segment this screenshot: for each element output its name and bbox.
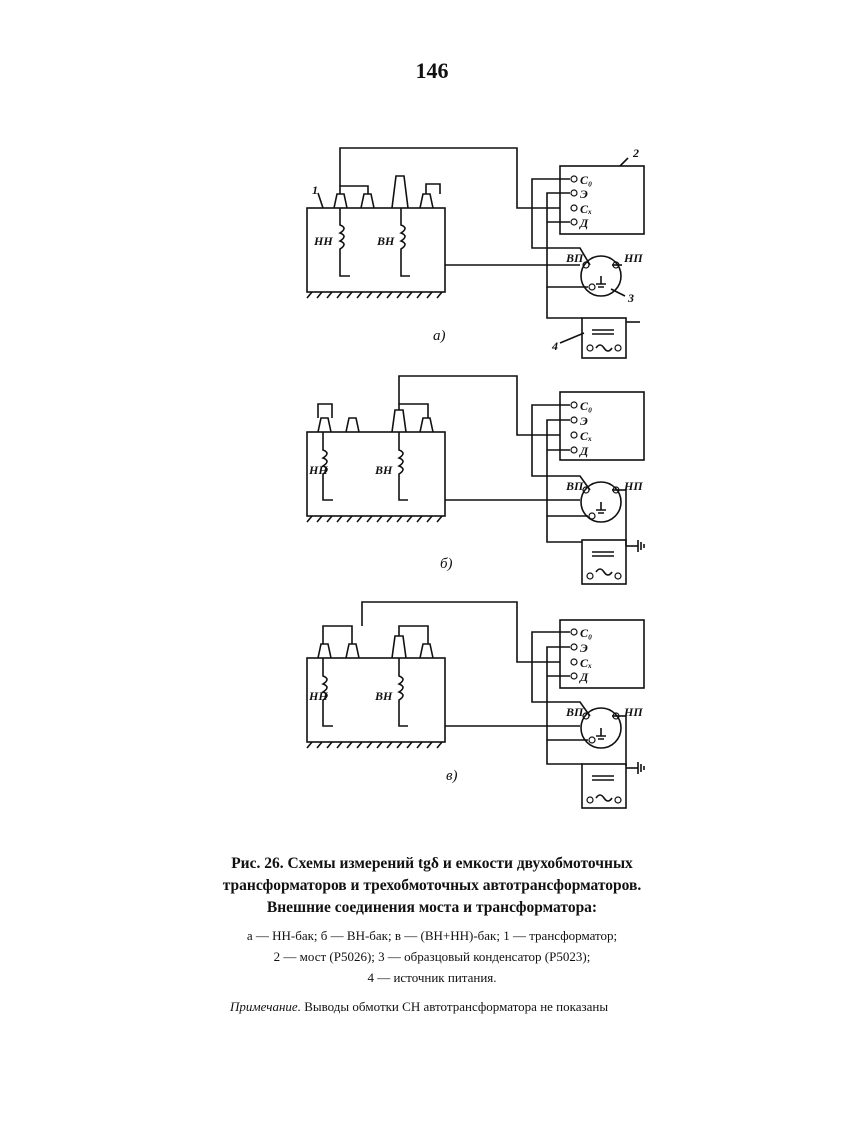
terminal-e: Э	[580, 414, 588, 428]
terminal-d: Д	[579, 216, 589, 230]
transformer-number-label: 1	[312, 183, 318, 197]
hv-winding-label: ВН	[376, 234, 395, 248]
terminal-cx: Cₓ	[580, 429, 592, 443]
np-label: НП	[623, 705, 643, 719]
page-number: 146	[415, 58, 449, 83]
bridge-box-b	[559, 391, 645, 461]
capacitor-circle-a	[580, 255, 622, 297]
note-text: Выводы обмотки СН автотрансформатора не …	[300, 999, 609, 1014]
tank-hatching-a	[306, 291, 443, 299]
caption-legend-line: 2 — мост (Р5026); 3 — образцовый конденс…	[273, 949, 591, 964]
transformer-tank-a	[306, 207, 446, 293]
diagram-b-labels: НН ВН C₀ Э Cₓ Д ВП НП б)	[308, 399, 643, 572]
tank-hatching-c	[306, 741, 443, 749]
capacitor-circle-c	[580, 707, 622, 749]
lv-winding-label: НН	[308, 463, 328, 477]
power-source-box-a	[581, 317, 627, 359]
vp-label: ВП	[565, 251, 584, 265]
sub-label-c: в)	[446, 768, 458, 784]
vp-label: ВП	[565, 705, 584, 719]
lv-winding-label: НН	[313, 234, 333, 248]
np-label: НП	[623, 251, 643, 265]
terminal-d: Д	[579, 670, 589, 684]
transformer-tank-c	[306, 657, 446, 743]
transformer-tank-b	[306, 431, 446, 517]
diagram-c-labels: НН ВН C₀ Э Cₓ Д ВП НП в)	[308, 626, 643, 784]
np-label: НП	[623, 479, 643, 493]
note-label: Примечание.	[230, 999, 301, 1014]
diagram-a-labels: 1 2 3 4 НН ВН C₀ Э Cₓ Д ВП НП а)	[312, 146, 643, 353]
source-number-label: 4	[551, 339, 558, 353]
bridge-number-label: 2	[632, 146, 639, 160]
terminal-e: Э	[580, 187, 588, 201]
hv-winding-label: ВН	[374, 689, 393, 703]
terminal-cx: Cₓ	[580, 202, 592, 216]
circuit-diagrams: 1 2 3 4 НН ВН C₀ Э Cₓ Д ВП НП а)	[306, 146, 645, 809]
diagram-a	[306, 147, 645, 359]
caption-legend: а — НН-бак; б — ВН-бак; в — (ВН+НН)-бак;…	[190, 925, 674, 988]
terminal-d: Д	[579, 444, 589, 458]
terminal-c0: C₀	[580, 173, 592, 187]
caption-title: Рис. 26. Схемы измерений tgδ и емкости д…	[190, 853, 674, 919]
diagram-b	[306, 375, 645, 585]
power-source-box-b	[581, 539, 627, 585]
caption-legend-line: а — НН-бак; б — ВН-бак; в — (ВН+НН)-бак;…	[246, 928, 618, 943]
caption-title-line: Внешние соединения моста и трансформатор…	[266, 899, 598, 916]
diagram-c	[306, 601, 645, 809]
figure-note: Примечание. Выводы обмотки СН автотрансф…	[230, 999, 770, 1015]
caption-title-line: трансформаторов и трехобмоточных автотра…	[222, 877, 642, 894]
lv-winding-label: НН	[308, 689, 328, 703]
vp-label: ВП	[565, 479, 584, 493]
terminal-cx: Cₓ	[580, 656, 592, 670]
tank-hatching-b	[306, 515, 443, 523]
capacitor-circle-b	[580, 481, 622, 523]
capacitor-number-label: 3	[627, 291, 634, 305]
sub-label-a: а)	[433, 328, 446, 344]
power-source-box-c	[581, 763, 627, 809]
caption-title-line: Рис. 26. Схемы измерений tgδ и емкости д…	[231, 855, 633, 872]
hv-winding-label: ВН	[374, 463, 393, 477]
sub-label-b: б)	[440, 556, 453, 572]
bridge-box-a	[559, 165, 645, 235]
terminal-c0: C₀	[580, 399, 592, 413]
figure-caption: Рис. 26. Схемы измерений tgδ и емкости д…	[190, 853, 674, 988]
terminal-e: Э	[580, 641, 588, 655]
terminal-c0: C₀	[580, 626, 592, 640]
caption-legend-line: 4 — источник питания.	[367, 970, 497, 985]
bridge-box-c	[559, 619, 645, 689]
